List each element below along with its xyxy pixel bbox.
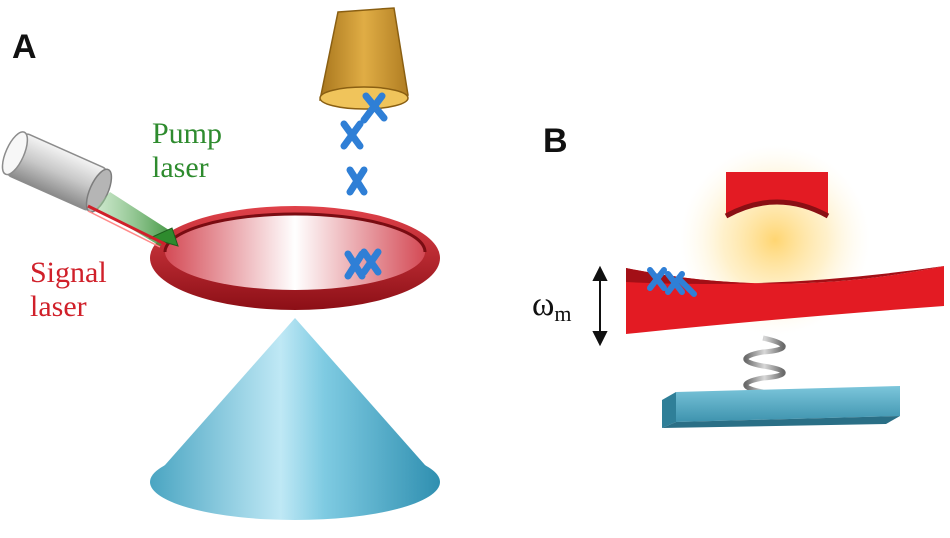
signal-label-line1: Signal	[30, 256, 107, 289]
panel-label-b: B	[543, 122, 568, 160]
pump-beam	[96, 192, 172, 246]
oscillation-arrow	[592, 265, 608, 347]
base-plate	[662, 386, 900, 428]
spring	[743, 335, 786, 395]
pump-label-line2: laser	[152, 151, 209, 184]
signal-beam	[87, 204, 166, 246]
laser-head-icon	[1, 131, 113, 213]
signal-laser-label: Signal laser	[30, 256, 107, 324]
adsorbed-molecules	[647, 267, 697, 297]
panel-label-a: A	[12, 28, 37, 66]
cone-pedestal	[150, 318, 440, 520]
top-mirror	[724, 172, 830, 219]
ring-resonator	[150, 206, 440, 310]
particle-dispenser-icon	[319, 7, 409, 110]
pump-label-line1: Pump	[152, 117, 223, 150]
omega-symbol: ω	[532, 286, 555, 323]
mechanical-frequency-label: ωm	[532, 288, 572, 325]
molecule-icon	[340, 92, 388, 280]
pump-laser-label: Pump laser	[152, 117, 222, 185]
signal-label-line2: laser	[30, 290, 87, 323]
omega-subscript: m	[554, 301, 572, 326]
